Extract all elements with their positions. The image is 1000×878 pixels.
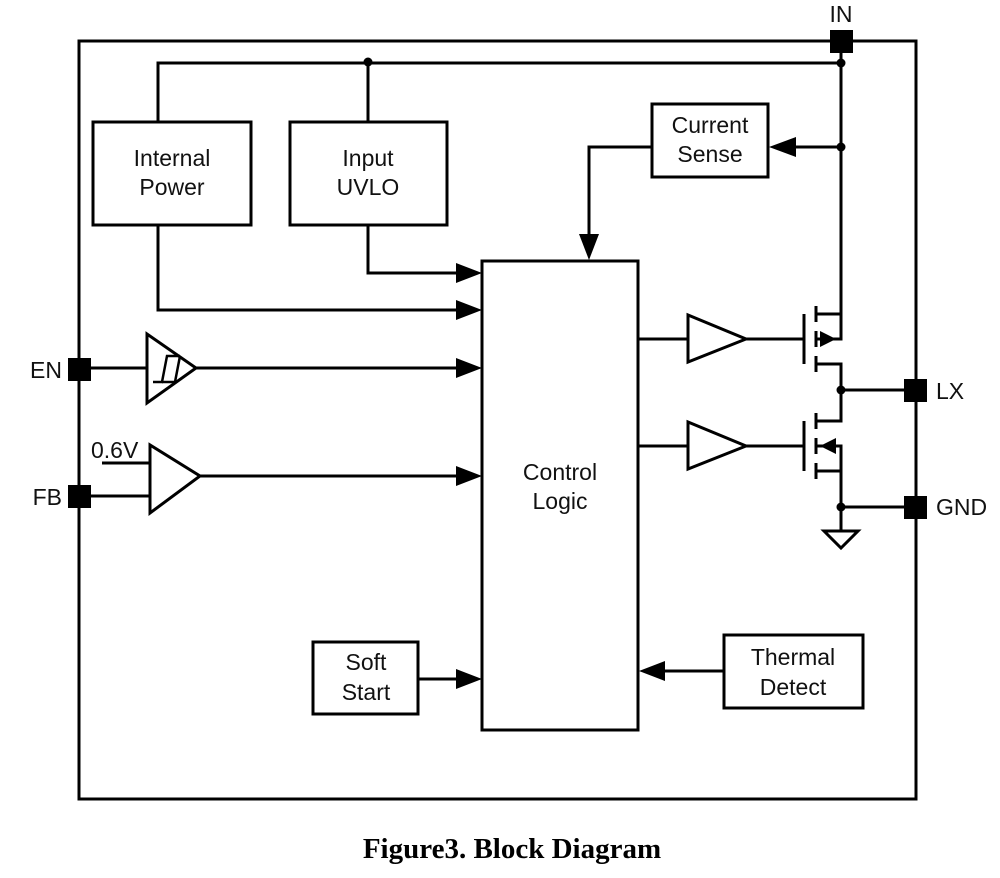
internal-power-block [91, 120, 253, 227]
fb-pin-pad [68, 485, 91, 508]
low-side-driver [686, 419, 750, 472]
control-logic-label-line1: Control [523, 459, 597, 485]
input-uvlo-label-line2: UVLO [337, 174, 400, 200]
soft-start-label-line1: Soft [346, 649, 388, 675]
schmitt-trigger-buffer [145, 331, 199, 406]
input-uvlo-block [288, 120, 449, 227]
en-pin-pad [68, 358, 91, 381]
internal-power-label-line2: Power [139, 174, 205, 200]
arrow-right-icon [456, 466, 482, 486]
control-logic-block [480, 259, 640, 732]
in-rail [156, 61, 841, 122]
gnd-pin-pad [904, 496, 927, 519]
high-side-mosfet [802, 306, 843, 392]
gnd-pin-label: GND [936, 494, 987, 520]
ground-symbol-icon [820, 529, 862, 551]
control-logic-label-line2: Logic [533, 488, 588, 514]
thermal-detect-label-line2: Detect [760, 674, 827, 700]
lx-pin-label: LX [936, 378, 964, 404]
sense-to-control-wire [587, 145, 652, 238]
junction-dot [363, 57, 373, 67]
arrow-right-icon [456, 263, 482, 283]
chip-boundary [77, 39, 918, 801]
junction-dot [836, 58, 846, 68]
low-side-mosfet [802, 390, 843, 507]
current-sense-label-line1: Current [672, 112, 749, 138]
uvlo-to-control-wire [366, 225, 460, 275]
en-pin-label: EN [30, 357, 62, 383]
arrow-left-icon [769, 137, 796, 157]
current-sense-label-line2: Sense [677, 141, 742, 167]
reference-voltage-label: 0.6V [91, 437, 139, 463]
internal-power-label-line1: Internal [134, 145, 211, 171]
in-pin-pad [830, 30, 853, 53]
soft-start-label-line2: Start [342, 679, 391, 705]
power-to-control-wire [156, 225, 460, 312]
hysteresis-icon [162, 355, 182, 384]
figure-caption: Figure3. Block Diagram [363, 833, 661, 865]
error-amplifier [148, 442, 203, 516]
fb-pin-label: FB [33, 484, 62, 510]
arrow-right-icon [456, 669, 482, 689]
lx-pin-pad [904, 379, 927, 402]
thermal-detect-label-line1: Thermal [751, 644, 835, 670]
arrow-right-icon [456, 300, 482, 320]
arrow-down-icon [579, 234, 599, 260]
in-pin-label: IN [830, 1, 853, 27]
arrow-right-icon [456, 358, 482, 378]
high-side-driver [686, 312, 750, 365]
arrow-left-icon [639, 661, 665, 681]
soft-start-block [311, 640, 420, 716]
hysteresis-icon [153, 354, 180, 384]
current-sense-block [650, 102, 770, 179]
input-uvlo-label-line1: Input [342, 145, 394, 171]
